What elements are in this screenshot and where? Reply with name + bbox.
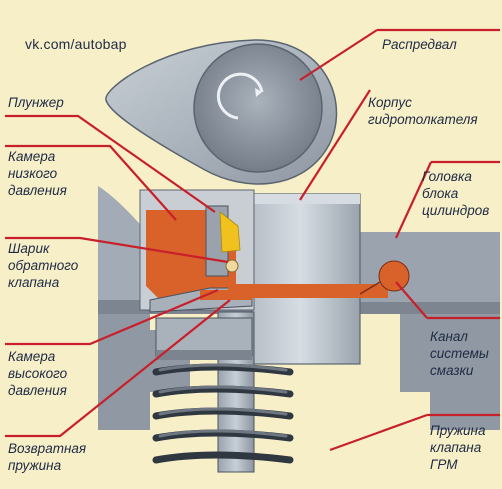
label-cylinder-head-line2: блока xyxy=(422,186,459,201)
label-valve-spring-line3: ГРМ xyxy=(430,457,458,472)
label-cylinder-head-line3: цилиндров xyxy=(422,203,490,218)
valve-assembly xyxy=(152,311,294,473)
label-lifter-body: Корпус гидротолкателя xyxy=(368,94,478,128)
label-plunger: Плунжер xyxy=(8,95,64,110)
leader-head xyxy=(395,161,432,239)
leader-channel xyxy=(395,281,428,319)
label-low-pressure-line3: давления xyxy=(8,183,67,198)
label-check-ball: Шарик обратного клапана xyxy=(8,240,78,291)
label-cylinder-head: Головка блока цилиндров xyxy=(422,168,489,219)
label-valve-spring-line1: Пружина xyxy=(430,423,486,438)
label-return-spring-line2: пружина xyxy=(8,458,62,473)
leader-ball xyxy=(5,236,229,264)
label-oil-channel: Канал системы смазки xyxy=(430,328,489,379)
label-check-ball-line3: клапана xyxy=(8,275,60,290)
label-check-ball-line1: Шарик xyxy=(8,241,50,256)
leader-body xyxy=(299,89,371,201)
label-oil-channel-line2: системы xyxy=(430,346,489,361)
label-lifter-body-line2: гидротолкателя xyxy=(368,112,478,127)
label-valve-spring: Пружина клапана ГРМ xyxy=(430,422,485,473)
label-cylinder-head-line1: Головка xyxy=(422,169,472,184)
leader-camshaft xyxy=(299,29,378,81)
label-check-ball-line2: обратного xyxy=(8,258,79,273)
label-lifter-body-line1: Корпус xyxy=(368,95,412,110)
leader-lines xyxy=(5,28,500,452)
label-oil-channel-line3: смазки xyxy=(430,363,474,378)
watermark: vk.com/autobap xyxy=(25,36,127,52)
label-high-pressure-line2: высокого xyxy=(8,366,68,381)
lifter-body xyxy=(251,193,361,365)
leader-plunger xyxy=(5,114,216,213)
label-oil-channel-line1: Канал xyxy=(430,329,468,344)
label-low-pressure: Камера низкого давления xyxy=(8,148,67,199)
label-camshaft: Распредвал xyxy=(382,37,457,52)
leader-low xyxy=(5,144,177,221)
label-return-spring: Возвратная пружина xyxy=(8,440,86,474)
label-low-pressure-line2: низкого xyxy=(8,166,58,181)
label-return-spring-line1: Возвратная xyxy=(8,441,87,456)
leader-high xyxy=(5,288,219,346)
camshaft xyxy=(105,39,338,185)
leader-valvespring xyxy=(329,413,428,452)
label-valve-spring-line2: клапана xyxy=(430,440,482,455)
label-high-pressure-line1: Камера xyxy=(8,349,56,364)
label-low-pressure-line1: Камера xyxy=(8,149,56,164)
leader-retspring xyxy=(5,299,231,438)
label-high-pressure-line3: давления xyxy=(8,383,67,398)
label-high-pressure: Камера высокого давления xyxy=(8,348,67,399)
